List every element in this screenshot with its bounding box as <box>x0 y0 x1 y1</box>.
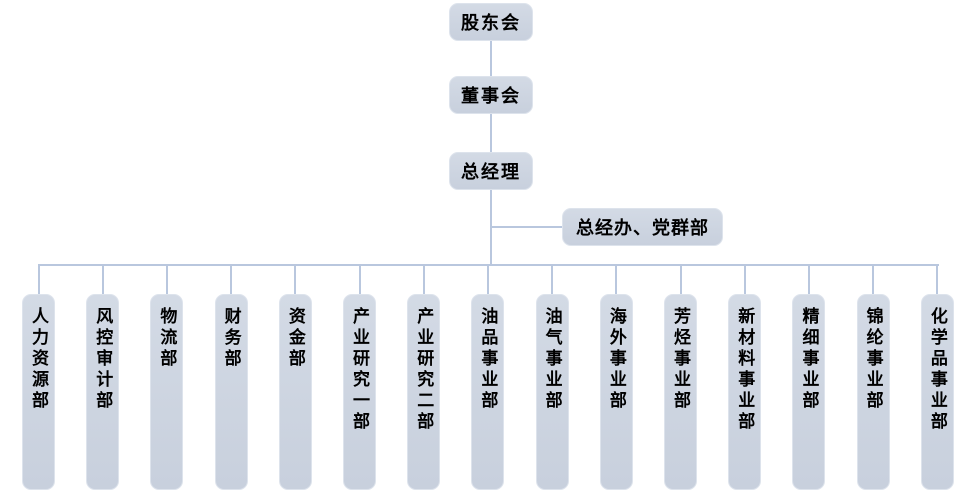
connector-line <box>490 41 492 76</box>
department-label: 化学品事业部 <box>927 307 947 433</box>
department-chemicals: 化学品事业部 <box>920 266 954 490</box>
department-overseas: 海外事业部 <box>599 266 633 490</box>
department-risk-audit: 风控审计部 <box>86 266 120 490</box>
node-general-manager: 总经理 <box>449 152 533 190</box>
connector-stub <box>743 266 746 294</box>
department-aromatics: 芳烃事业部 <box>664 266 698 490</box>
department-label: 芳烃事业部 <box>671 307 691 412</box>
department-row: 人力资源部 风控审计部 物流部 财务部 资金部 产业研究一部 产业研究二部 油 <box>22 266 954 490</box>
connector-stub <box>936 266 939 294</box>
department-label: 资金部 <box>285 307 305 370</box>
connector-stub <box>230 266 233 294</box>
connector-line <box>490 114 492 152</box>
department-industry-research-2: 产业研究二部 <box>407 266 441 490</box>
department-label: 人力资源部 <box>29 307 48 412</box>
connector-rail <box>38 264 939 266</box>
department-industry-research-1: 产业研究一部 <box>343 266 377 490</box>
department-label: 财务部 <box>221 307 241 370</box>
connector-stub <box>679 266 682 294</box>
connector-stub <box>486 266 489 294</box>
node-shareholders-meeting: 股东会 <box>449 3 533 41</box>
connector-stub <box>37 266 40 294</box>
department-label: 风控审计部 <box>93 307 113 412</box>
connector-stub <box>422 266 425 294</box>
node-board-of-directors: 董事会 <box>449 76 533 114</box>
node-gm-office-party-mass-dept: 总经办、党群部 <box>562 208 723 246</box>
department-label: 油品事业部 <box>478 307 498 412</box>
department-fine-chemicals: 精细事业部 <box>792 266 826 490</box>
department-label: 产业研究一部 <box>350 307 370 433</box>
department-label: 油气事业部 <box>542 307 562 412</box>
department-hr: 人力资源部 <box>22 266 55 490</box>
connector-stub <box>807 266 810 294</box>
department-label: 锦纶事业部 <box>863 307 883 412</box>
connector-stub <box>615 266 618 294</box>
connector-stub <box>872 266 875 294</box>
department-nylon: 锦纶事业部 <box>856 266 890 490</box>
department-finance: 财务部 <box>214 266 248 490</box>
department-label: 精细事业部 <box>799 307 819 412</box>
department-label: 新材料事业部 <box>735 307 755 433</box>
connector-stub <box>358 266 361 294</box>
connector-stub <box>551 266 554 294</box>
department-label: 物流部 <box>157 307 177 370</box>
department-oil-products: 油品事业部 <box>471 266 505 490</box>
connector-stub <box>165 266 168 294</box>
department-label: 海外事业部 <box>606 307 626 412</box>
department-treasury: 资金部 <box>278 266 312 490</box>
connector-stub <box>294 266 297 294</box>
department-logistics: 物流部 <box>150 266 184 490</box>
department-oil-gas: 油气事业部 <box>535 266 569 490</box>
department-new-materials: 新材料事业部 <box>728 266 762 490</box>
department-label: 产业研究二部 <box>414 307 434 433</box>
connector-line <box>491 226 562 228</box>
connector-line <box>490 190 492 266</box>
connector-stub <box>101 266 104 294</box>
